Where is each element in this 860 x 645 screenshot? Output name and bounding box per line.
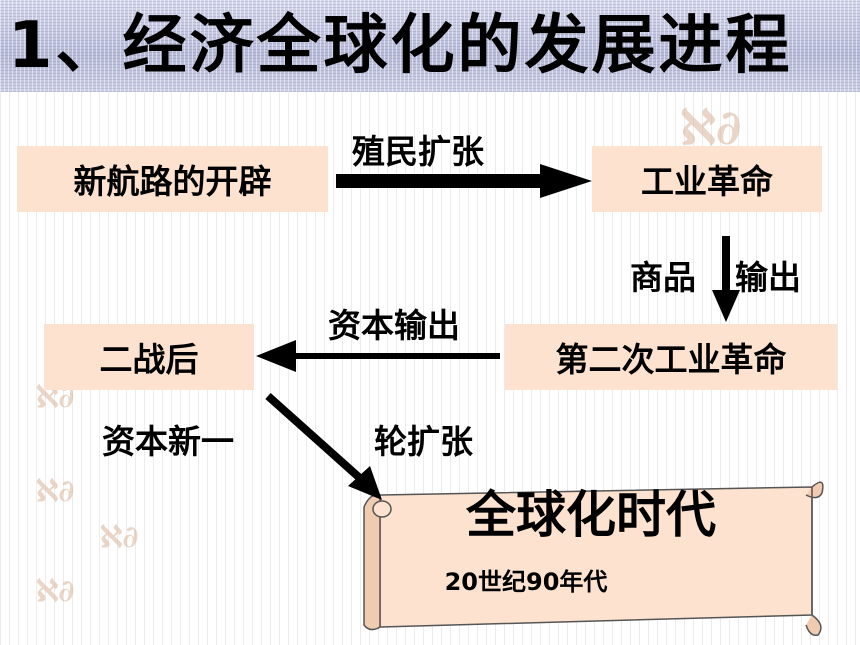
node-globalization-era-date: 20世纪90年代 [444,568,608,596]
arrow-post-ww2-to-globalization [265,393,382,500]
arrow-industrial-to-second [712,236,740,322]
arrow-new-route-to-industrial [336,164,592,198]
seal-stamp-icon: ℵ∂ [100,520,139,555]
arrow-second-to-post-ww2 [256,340,500,372]
node-globalization-era-label: 全球化时代 [466,486,716,544]
edge-label-output: 输出 [735,258,801,297]
node-second-industrial-revolution: 第二次工业革命 [505,324,837,390]
edge-label-colonial-expansion: 殖民扩张 [352,132,484,171]
node-industrial-revolution-label: 工业革命 [641,162,773,201]
seal-stamp-icon: ℵ∂ [36,574,75,609]
node-industrial-revolution: 工业革命 [592,146,822,212]
node-post-ww2-label: 二战后 [99,340,199,379]
node-second-industrial-revolution-label: 第二次工业革命 [555,340,787,379]
scroll-banner [363,481,824,637]
edge-label-capital-export: 资本输出 [328,306,460,345]
page-title: 1、经济全球化的发展进程 [8,9,793,83]
seal-stamp-icon: ℵ∂ [36,474,75,509]
edge-label-new-round-part1: 资本新一 [102,422,234,461]
node-new-route-label: 新航路的开辟 [73,162,272,201]
title-bar: 1、经济全球化的发展进程 [0,0,860,92]
node-post-ww2: 二战后 [44,324,254,390]
node-new-route: 新航路的开辟 [17,146,328,212]
edge-label-new-round-part2: 轮扩张 [374,422,473,461]
edge-label-goods: 商品 [630,258,696,297]
